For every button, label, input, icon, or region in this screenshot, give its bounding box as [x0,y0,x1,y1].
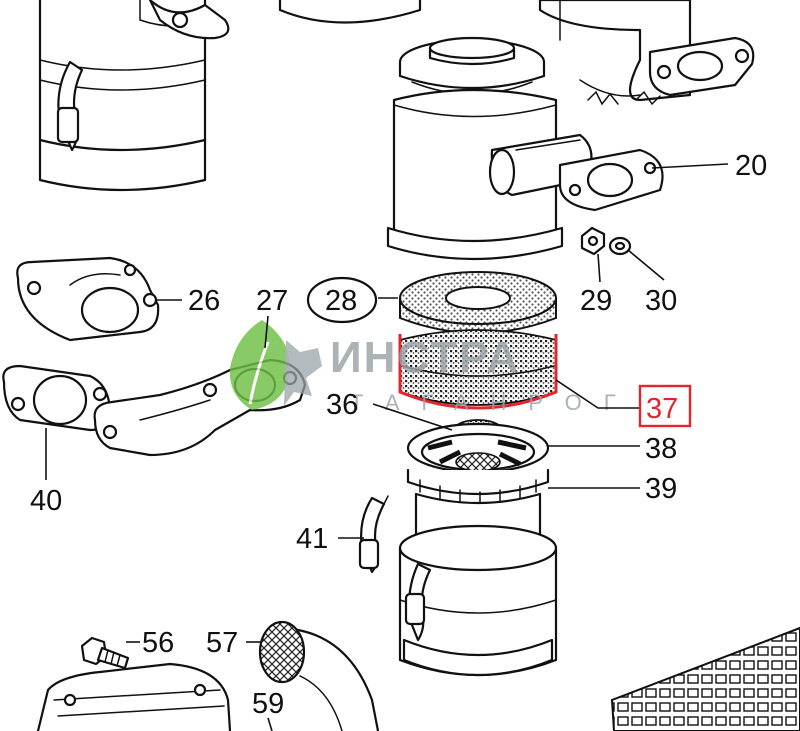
leader-20 [651,163,729,169]
filter-housing [386,36,564,261]
leader-37 [555,379,640,409]
leader-lines [45,163,729,731]
leader-27 [264,315,269,349]
part-30-washer [608,236,632,256]
callout-37: 37 [646,393,678,425]
callout-30: 30 [645,285,677,317]
part-56-bolt [80,636,130,670]
callout-39: 39 [645,473,677,505]
part-41-clamp [358,495,389,574]
valve-cover-bottom-left [36,662,232,731]
callout-57: 57 [206,627,238,659]
callout-36: 36 [326,389,358,421]
watermark-gear-icon [284,340,322,406]
part-20-gasket [558,148,664,212]
leader-59 [267,717,273,731]
callout-38: 38 [645,433,677,465]
part-28-foam-ring [399,271,557,334]
leader-36 [372,403,453,431]
canister-top-left [38,0,230,192]
grille-bottom-right [610,626,800,731]
callout-59: 59 [252,688,284,720]
callout-28-circle [306,276,378,324]
part-57-mesh-screen [258,620,380,731]
canister-top-right [538,0,755,106]
lower-canister [398,524,558,677]
clamp-handle-top-left [56,60,84,152]
part-38-cap [406,422,550,474]
leader-30 [627,249,665,281]
callout-40: 40 [30,485,62,517]
callout-56: 56 [142,627,174,659]
callout-20: 20 [735,150,767,182]
callout-29: 29 [580,285,612,317]
part-top-center [278,0,422,24]
part-26-flange [16,256,160,342]
part-29-nut [580,226,606,256]
leader-29 [597,253,601,283]
part-37-filter-element [398,329,558,410]
callout-28: 28 [325,285,357,317]
callout-27: 27 [256,285,288,317]
callout-41: 41 [296,523,328,555]
watermark-brand: ИНСТРА [330,333,520,382]
callout-26: 26 [188,285,220,317]
callout-37-box [638,384,692,428]
